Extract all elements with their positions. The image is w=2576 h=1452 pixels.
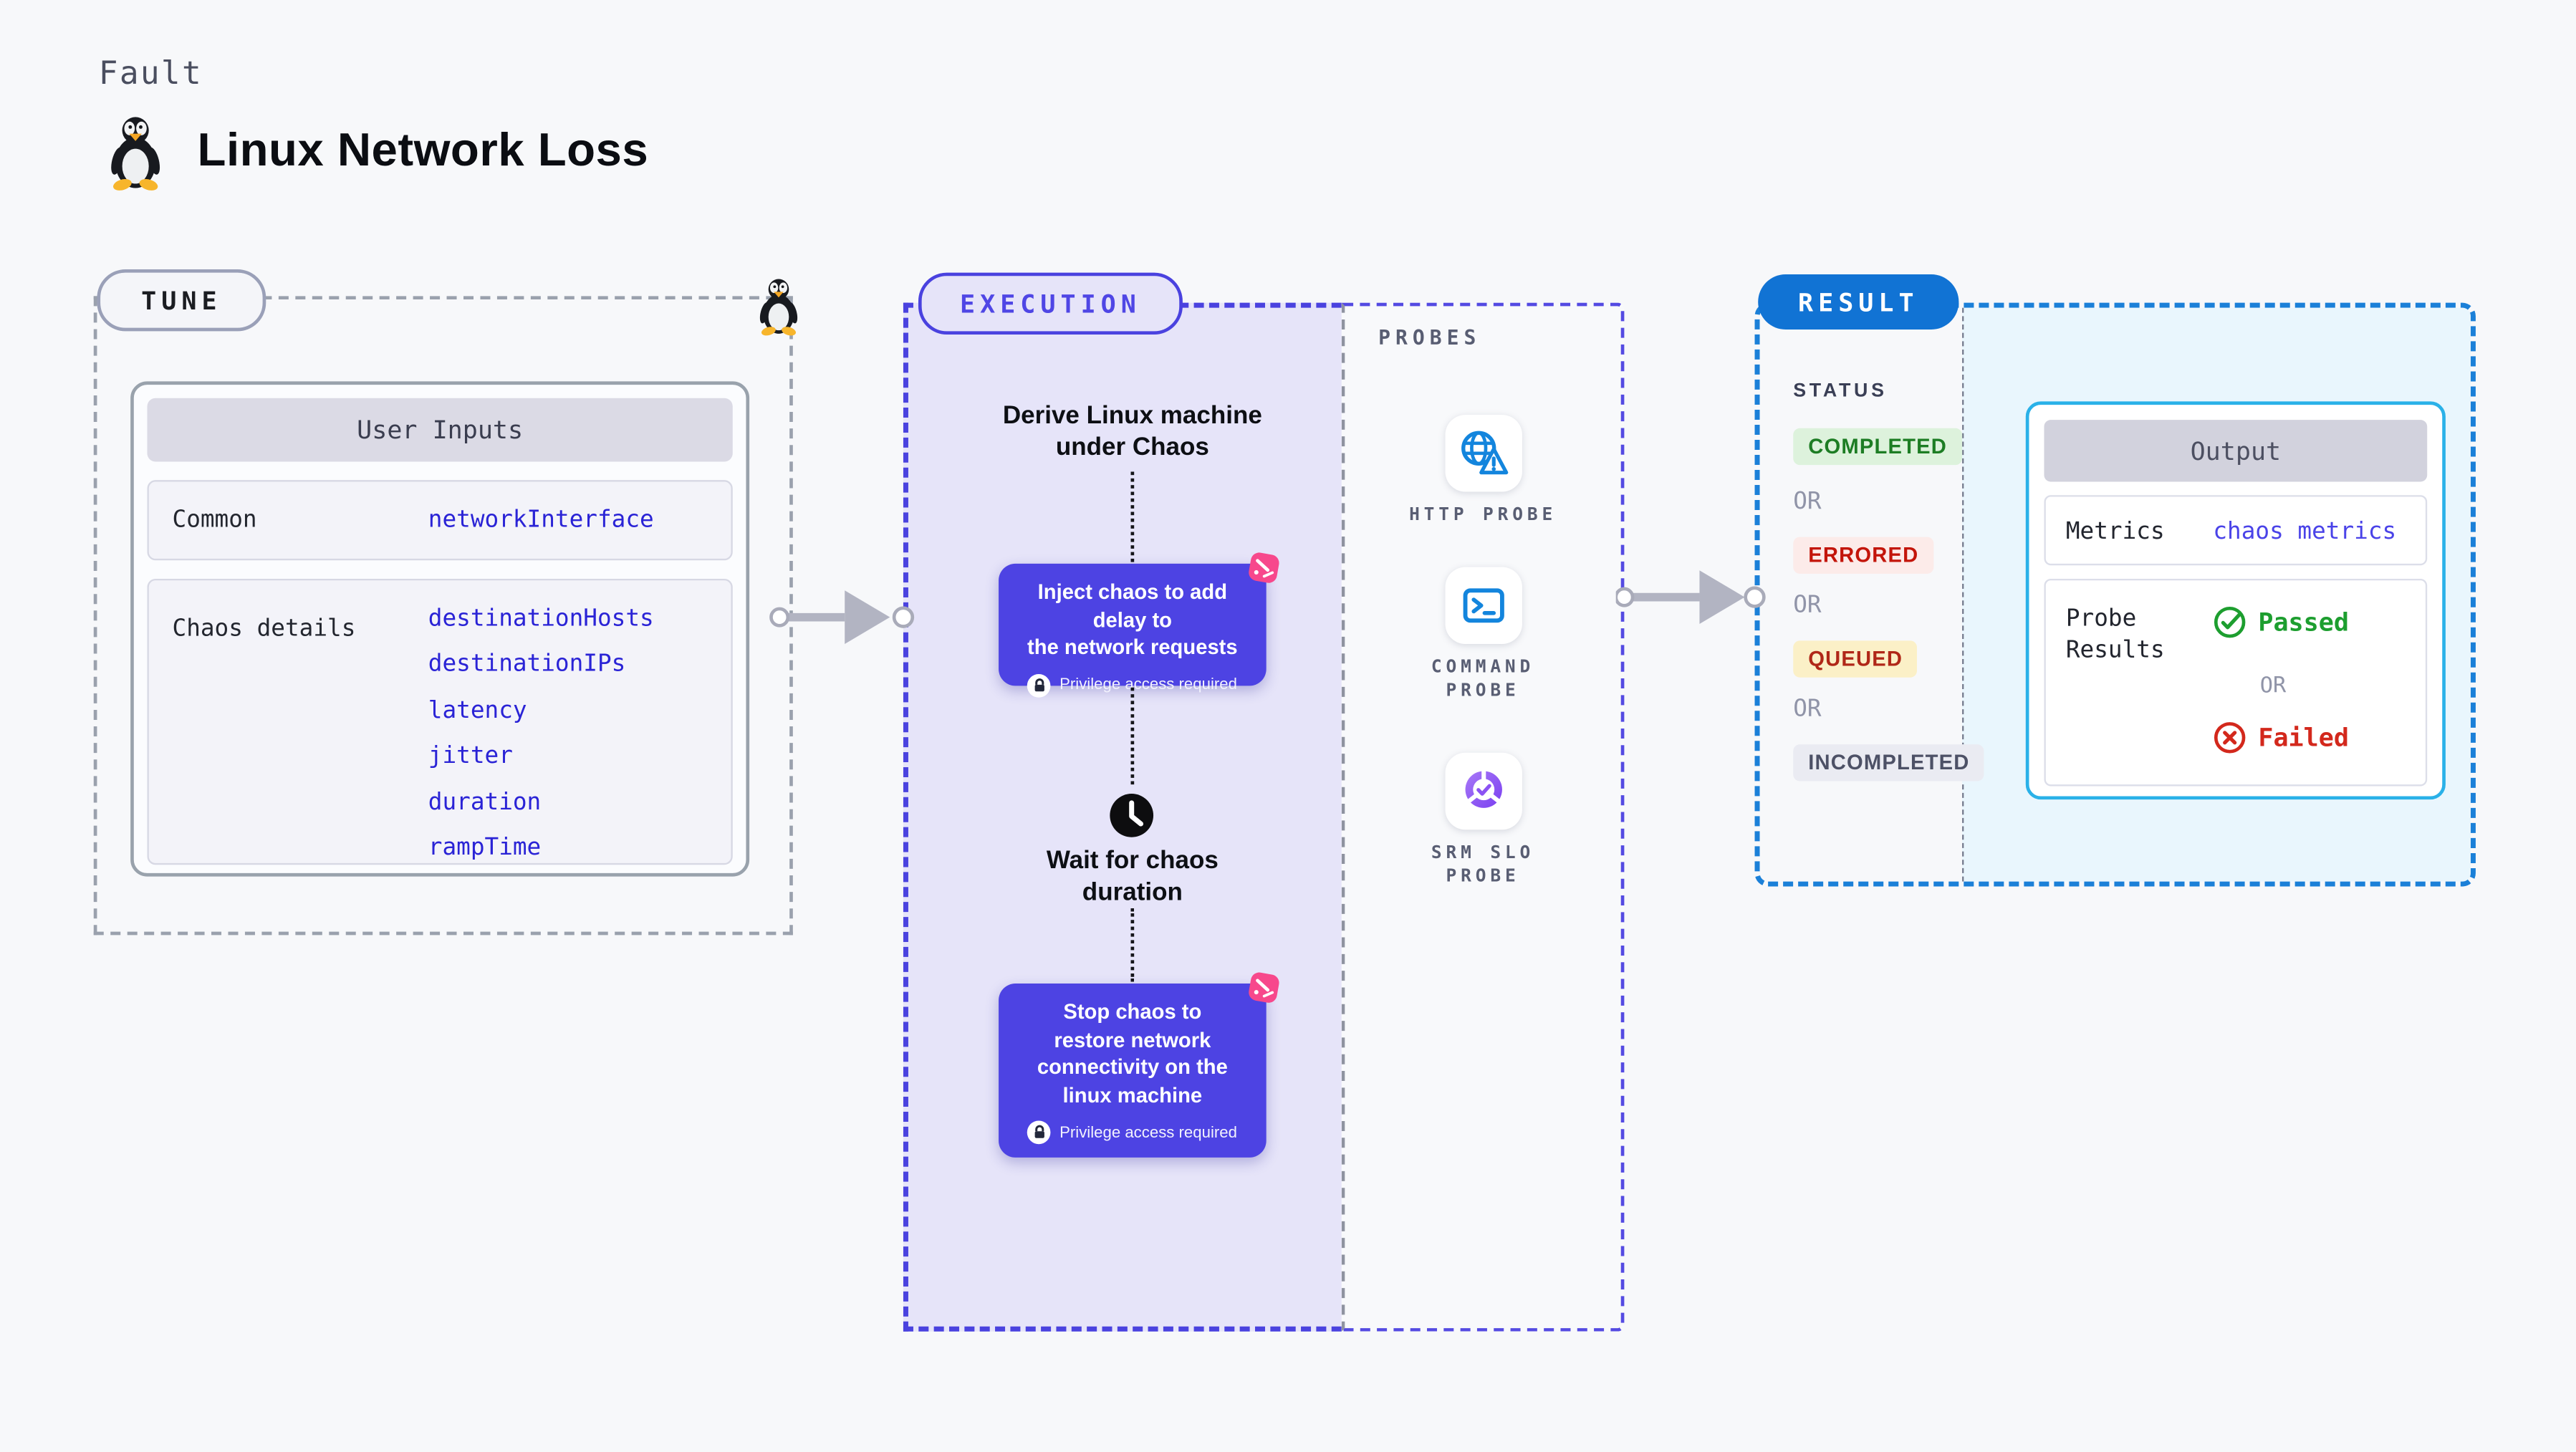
check-circle-icon xyxy=(2214,606,2246,638)
x-circle-icon xyxy=(2214,722,2246,754)
or-separator: OR xyxy=(2259,674,2287,700)
metrics-value: chaos metrics xyxy=(2213,518,2397,546)
input-value: destinationHosts xyxy=(428,605,654,633)
or-separator: OR xyxy=(1793,592,1822,619)
fault-kicker: Fault xyxy=(98,55,203,92)
chaos-icon xyxy=(1249,972,1279,1003)
input-value: duration xyxy=(428,789,542,816)
wait-clock-icon xyxy=(1110,794,1154,837)
input-value: rampTime xyxy=(428,835,542,862)
privilege-label: Privilege access required xyxy=(1059,675,1237,695)
result-badge: RESULT xyxy=(1758,274,1959,330)
privilege-note: Privilege access required xyxy=(1015,1120,1249,1145)
tux-penguin-icon xyxy=(111,117,160,191)
probe-label: HTTP PROBE xyxy=(1409,505,1557,526)
privilege-label: Privilege access required xyxy=(1059,1123,1237,1142)
dotted-connector xyxy=(1130,471,1135,562)
probes-label: PROBES xyxy=(1378,326,1481,350)
command-probe-icon xyxy=(1444,567,1522,645)
lock-icon xyxy=(1027,673,1052,697)
status-label: STATUS xyxy=(1793,381,1888,402)
input-row-label: Chaos details xyxy=(172,615,356,643)
tune-badge: TUNE xyxy=(97,269,266,332)
status-badge-incompleted: INCOMPLETED xyxy=(1793,744,1985,782)
flow-arrow-icon xyxy=(769,590,915,645)
input-value: jitter xyxy=(428,743,513,770)
page-title: Linux Network Loss xyxy=(197,123,649,176)
metrics-row: Metrics chaos metrics xyxy=(2044,495,2428,566)
output-header: Output xyxy=(2044,420,2428,482)
or-separator: OR xyxy=(1793,488,1822,516)
input-row-chaos-details: Chaos details destinationHosts destinati… xyxy=(147,578,733,865)
input-value-list: destinationHosts destinationIPs latency … xyxy=(428,597,654,872)
flow-arrow-icon xyxy=(1615,570,1766,624)
status-badge-errored: ERRORED xyxy=(1793,537,1934,574)
chaos-icon xyxy=(1249,552,1279,583)
input-value: latency xyxy=(428,697,527,724)
failed-label: Failed xyxy=(2258,722,2349,753)
input-row-common: Common networkInterface xyxy=(147,480,733,561)
probe-results-label: Probe Results xyxy=(2065,605,2165,665)
privilege-note: Privilege access required xyxy=(1015,673,1249,697)
user-inputs-card: User Inputs Common networkInterface Chao… xyxy=(130,381,750,877)
status-badge-completed: COMPLETED xyxy=(1793,428,1963,466)
user-inputs-header: User Inputs xyxy=(147,398,733,462)
probe-results-row: Probe Results Passed OR Failed xyxy=(2044,578,2428,787)
passed-indicator: Passed xyxy=(2213,605,2349,639)
dotted-connector xyxy=(1130,687,1135,785)
output-card: Output Metrics chaos metrics Probe Resul… xyxy=(2025,401,2446,800)
input-row-label: Common xyxy=(172,506,257,534)
probe-card-http: HTTP PROBE xyxy=(1342,415,1625,528)
tux-penguin-icon xyxy=(759,279,798,336)
input-value: networkInterface xyxy=(428,506,654,534)
status-badge-queued: QUEUED xyxy=(1793,640,1918,678)
metrics-label: Metrics xyxy=(2065,518,2165,546)
execution-badge: EXECUTION xyxy=(918,272,1183,335)
dotted-connector xyxy=(1130,908,1135,982)
srm-slo-probe-icon xyxy=(1444,752,1522,830)
passed-label: Passed xyxy=(2258,607,2349,638)
http-probe-icon xyxy=(1444,415,1522,492)
or-separator: OR xyxy=(1793,696,1822,723)
lock-icon xyxy=(1027,1120,1052,1145)
failed-indicator: Failed xyxy=(2213,721,2349,754)
input-value: destinationIPs xyxy=(428,651,626,678)
